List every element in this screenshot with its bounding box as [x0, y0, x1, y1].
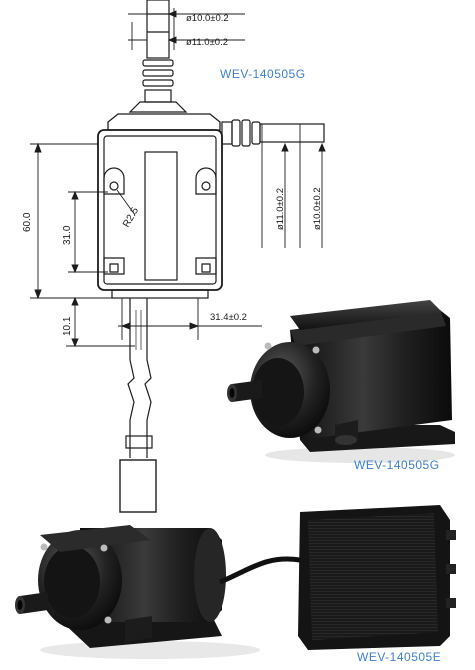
dim-inlet-inner: ø11.0±0.2 [186, 37, 228, 48]
dim-lower: 10.1 [62, 316, 73, 336]
technical-drawing [30, 0, 326, 513]
dim-inlet-outer: ø10.0±0.2 [186, 13, 229, 24]
radius-leader [116, 189, 136, 216]
dim-outlet-b: ø10.0±0.2 [312, 187, 323, 230]
mount-spacing-dimension [68, 190, 108, 274]
model-label-drawing: WEV-140505G [220, 67, 306, 81]
pump-photo-e [15, 505, 456, 659]
outlet-pipe [221, 119, 325, 147]
model-label-photo-e: WEV-140505E [357, 650, 442, 664]
dim-radius: R2.5 [121, 205, 141, 229]
dim-mount-spacing: 31.0 [62, 225, 73, 245]
outlet-dimension-lines [261, 124, 326, 248]
inlet-dimension-lines [128, 8, 245, 50]
pump-photo-g [227, 300, 455, 463]
model-label-photo-g: WEV-140505G [354, 458, 440, 472]
inlet-pipe [128, 0, 188, 113]
lower-dimension [66, 296, 135, 348]
dim-outlet-a: ø11.0±0.2 [275, 188, 286, 230]
power-cable [125, 298, 153, 458]
pump-body-outline [97, 113, 223, 299]
height-dimension [30, 142, 112, 300]
connector [119, 459, 157, 513]
dim-width: 31.4±0.2 [210, 312, 247, 323]
dim-height: 60.0 [22, 212, 33, 232]
